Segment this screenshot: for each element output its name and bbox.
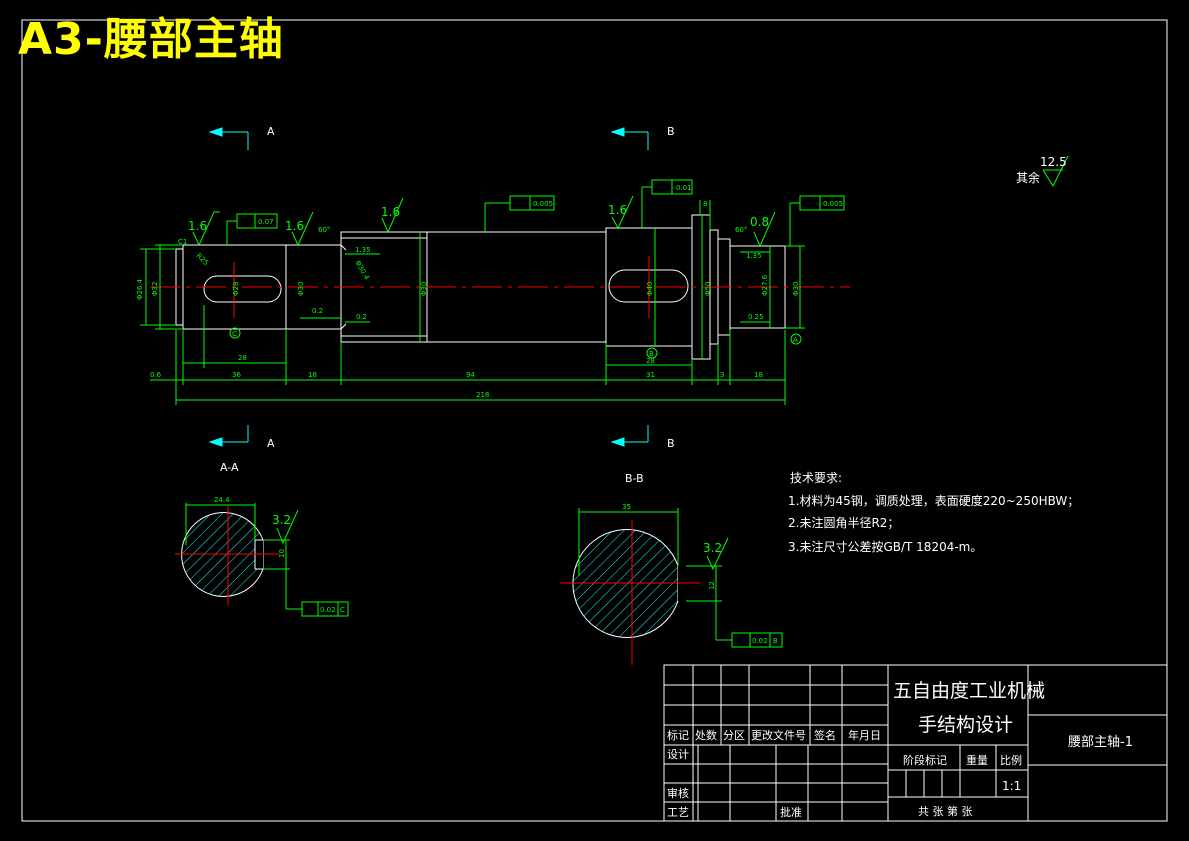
tol-runout-4: 0.005 [823, 200, 843, 208]
tb-header-zone: 分区 [723, 729, 745, 742]
cut-label-a-bottom: A [267, 437, 275, 450]
datum-c: C [232, 330, 237, 338]
roughness-3: 1.6 [381, 205, 400, 219]
dim-len-0-2b: 0.2 [356, 313, 367, 321]
dim-len-28b: 28 [646, 357, 655, 365]
aa-sym-ref: C [340, 606, 345, 614]
dim-len-18a: 18 [308, 371, 317, 379]
dim-d26-4: Φ26.4 [136, 278, 144, 300]
tb-row-approve: 批准 [780, 805, 802, 819]
dim-d27-6: Φ27.6 [761, 274, 769, 296]
tb-header-date: 年月日 [848, 728, 881, 742]
dim-d40: Φ40 [646, 282, 654, 296]
dim-len-0-2a: 0.2 [312, 307, 323, 315]
datum-b: B [649, 350, 654, 358]
section-markers [208, 127, 649, 447]
cut-label-a-top: A [267, 125, 275, 138]
dim-d50: Φ50 [704, 282, 712, 296]
outer-frame [21, 19, 1168, 822]
cut-label-b-top: B [667, 125, 675, 138]
bb-sym-value: 0.02 [752, 637, 768, 645]
roughness-1: 1.6 [188, 219, 207, 233]
aa-sym-value: 0.02 [320, 606, 336, 614]
roughness-4: 1.6 [608, 203, 627, 217]
tb-scale-label: 比例 [1000, 753, 1022, 767]
tb-stage-label: 阶段标记 [903, 753, 947, 767]
dim-d28: Φ28 [232, 282, 240, 296]
drawing-name: 腰部主轴-1 [1068, 735, 1133, 750]
aa-slot-dim: 10 [278, 549, 286, 558]
tb-header-mark: 标记 [667, 728, 689, 742]
section-aa-label: A-A [220, 461, 239, 474]
general-roughness-value: 12.5 [1040, 155, 1067, 169]
tb-row-design: 设计 [667, 748, 689, 761]
roughness-6: 3.2 [272, 513, 291, 527]
title-block [663, 664, 1168, 822]
section-bb-label: B-B [625, 472, 644, 485]
datum-a: A [793, 336, 798, 344]
tb-row-review: 审核 [667, 786, 689, 800]
surface-finish-symbols [192, 155, 1069, 571]
dim-len-94: 94 [466, 371, 475, 379]
dim-d30c: Φ30 [792, 282, 800, 296]
tech-item-1: 1.材料为45钢，调质处理，表面硬度220~250HBW； [788, 493, 1079, 508]
tech-requirements: 技术要求: 1.材料为45钢，调质处理，表面硬度220~250HBW； 2.未注… [788, 471, 1079, 554]
tol-runout-3: 0.01 [676, 184, 692, 192]
tol-runout-1: 0.07 [258, 218, 274, 226]
tol-runout-2: 0.005 [533, 200, 553, 208]
dim-len-0-6: 0.6 [150, 371, 162, 379]
tolerance-frames [226, 179, 845, 359]
aa-width-dim: 24.4 [214, 496, 230, 504]
tb-scale-value: 1:1 [1002, 779, 1021, 793]
roughness-2: 1.6 [285, 219, 304, 233]
tech-item-2: 2.未注圆角半径R2； [788, 515, 899, 530]
dim-d30a: Φ30 [297, 282, 305, 296]
tb-header-sign: 签名 [814, 728, 836, 742]
dim-chamfer-a: 60° [318, 226, 330, 234]
general-roughness-label: 其余 [1016, 170, 1040, 185]
dim-chamfer-b: 60° [735, 226, 747, 234]
cut-label-b-bottom: B [667, 437, 675, 450]
dim-len-8: 8 [703, 200, 707, 208]
dim-len-218: 218 [476, 391, 489, 399]
dim-d32: Φ32 [151, 282, 159, 296]
roughness-5: 0.8 [750, 215, 769, 229]
dim-d30-4: Φ30.4 [353, 259, 371, 282]
dim-len-36: 36 [232, 371, 241, 379]
project-title-line1: 五自由度工业机械 [893, 680, 1045, 702]
project-title-line2: 手结构设计 [918, 714, 1013, 736]
section-bb-view: 35 12 0.02 B [560, 503, 783, 665]
roughness-7: 3.2 [703, 541, 722, 555]
dim-len-0-25: 0.25 [748, 313, 764, 321]
dim-r25: R25 [195, 252, 210, 267]
tb-weight-label: 重量 [966, 753, 988, 767]
drawing-banner-title: A3-腰部主轴 [18, 14, 284, 65]
bb-slot-dim: 12 [708, 581, 716, 590]
tb-sheets: 共 张 第 张 [918, 804, 973, 818]
dim-len-1-35b: 1.35 [746, 252, 762, 260]
dim-c1: C1 [178, 238, 187, 246]
tech-heading: 技术要求: [790, 471, 842, 485]
dim-len-1-35a: 1.35 [355, 246, 371, 254]
tb-header-doc: 更改文件号 [751, 728, 806, 742]
dim-len-31: 31 [646, 371, 655, 379]
dim-len-28a: 28 [238, 354, 247, 362]
bb-width-dim: 35 [622, 503, 631, 511]
dim-d30b: Φ30 [420, 282, 428, 296]
tb-header-count: 处数 [695, 729, 717, 742]
dimension-lines [140, 200, 805, 405]
section-aa-view: 24.4 10 0.02 C [175, 496, 349, 617]
tech-item-3: 3.未注尺寸公差按GB/T 18204-m。 [788, 539, 982, 554]
dim-len-3: 3 [720, 371, 724, 379]
dim-len-18b: 18 [754, 371, 763, 379]
tb-row-process: 工艺 [667, 806, 689, 819]
bb-sym-ref: B [773, 637, 778, 645]
